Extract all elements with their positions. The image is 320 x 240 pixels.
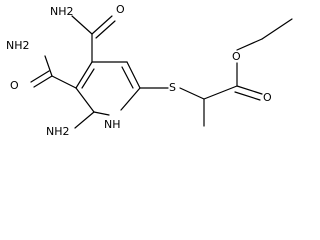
- bond-amide-left-c: [51, 75, 77, 89]
- atom-amide-top-o: O: [116, 3, 125, 16]
- atom-ring-nh: NH: [104, 118, 121, 131]
- atom-amide-left-o: O: [10, 79, 19, 92]
- bond-amide-top-co-double: [95, 20, 116, 39]
- bond-amide-top-co: [91, 15, 113, 35]
- bond-ring-c3-c4: [75, 61, 93, 89]
- bond-ring-c5-c2: [126, 61, 141, 89]
- bond-amide-left-co: [33, 75, 53, 88]
- bond-amide-left-co-double: [30, 70, 50, 83]
- atom-amide-left-n: NH2: [6, 39, 30, 52]
- bond-ring-c3-c4-double: [81, 68, 95, 89]
- bond-ring-c5-c2-double: [121, 66, 134, 89]
- bond-ring-c1-c3: [75, 87, 95, 113]
- atom-ester-o-double: O: [263, 91, 272, 104]
- molecule-structure: O NH2 NH2 O NH2 NH S O O: [6, 3, 293, 138]
- bond-o-ch2: [236, 38, 263, 51]
- bond-carbonyl-o-double-2: [234, 91, 261, 101]
- atom-ester-o-single: O: [232, 50, 241, 63]
- bond-carbonyl-o-double: [236, 85, 263, 95]
- bond-ch-carbonyl: [203, 85, 238, 100]
- atom-thioether-s: S: [169, 81, 176, 94]
- bond-amide-left-cn: [44, 55, 53, 77]
- atom-amine-n: NH2: [46, 125, 70, 138]
- bond-amine: [74, 111, 95, 129]
- bond-s-ch: [179, 87, 205, 100]
- bond-ch2-ch3: [261, 18, 293, 40]
- atom-amide-top-n: NH2: [50, 5, 74, 18]
- bond-amide-top-cn: [71, 15, 93, 35]
- bond-ring-c2-n: [120, 87, 141, 111]
- bond-ring-n-c1: [93, 111, 110, 116]
